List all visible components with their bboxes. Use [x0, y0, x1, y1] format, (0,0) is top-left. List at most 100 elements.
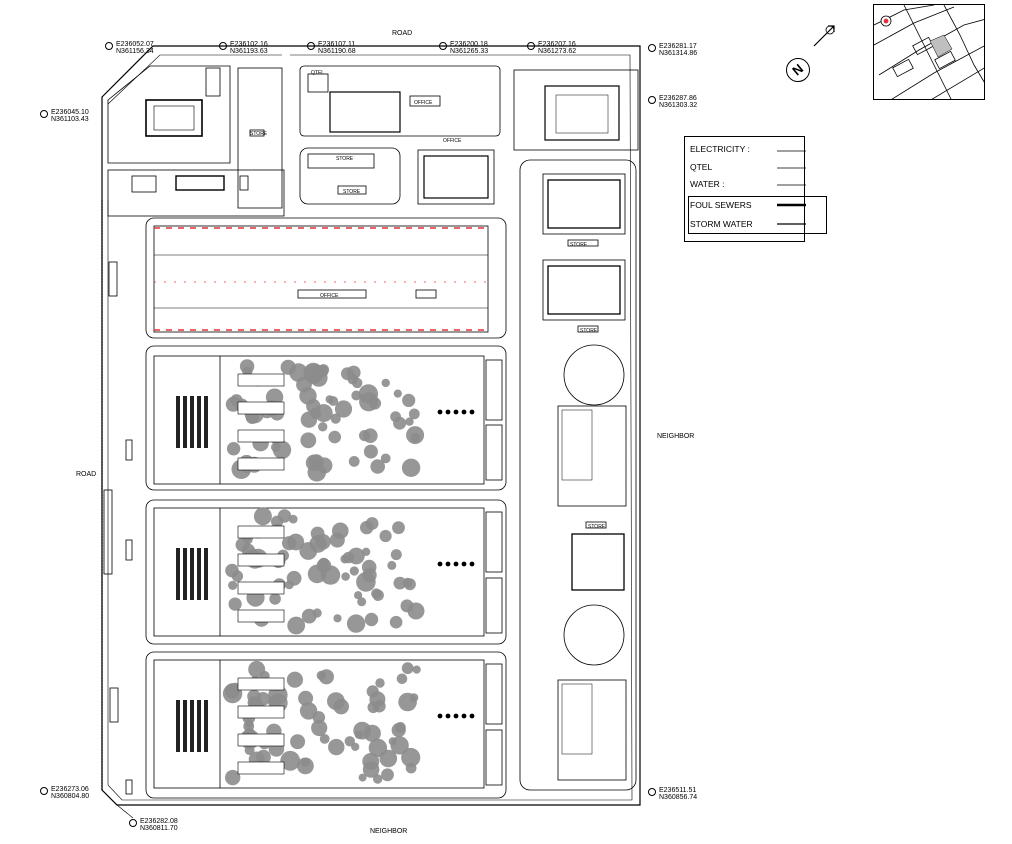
equipment-blob: [300, 411, 318, 428]
building-tag-store: STORE: [343, 189, 361, 195]
equipment-blob: [253, 507, 272, 526]
equipment-blob: [287, 616, 306, 635]
column-marker: [445, 713, 451, 719]
column-marker: [437, 713, 443, 719]
storage-rack: [183, 700, 187, 752]
equipment-blob: [329, 532, 345, 548]
equipment-blob: [298, 690, 314, 706]
equipment-blob: [226, 442, 241, 456]
equipment-blob: [396, 673, 408, 685]
equipment-blob: [365, 517, 379, 530]
machine-unit: [237, 761, 285, 775]
survey-point-marker: [307, 42, 315, 50]
survey-point-marker: [648, 44, 656, 52]
equipment-blob: [303, 362, 324, 383]
machine-unit: [237, 429, 285, 443]
equipment-blob: [325, 395, 334, 404]
northing: N361265.33: [450, 48, 489, 55]
storage-rack: [190, 700, 194, 752]
equipment-blob: [359, 430, 371, 442]
column-marker: [445, 409, 451, 415]
equipment-blob: [391, 723, 406, 738]
equipment-blob: [412, 665, 421, 674]
utility-legend: ELECTRICITY : QTEL WATER : FOUL SEWERS S…: [684, 136, 827, 242]
northing: N360804.80: [51, 793, 90, 800]
equipment-blob: [387, 560, 397, 570]
equipment-blob: [327, 692, 345, 710]
machine-unit: [237, 525, 285, 539]
equipment-blob: [328, 738, 345, 756]
survey-point-marker: [105, 42, 113, 50]
easting: E236045.10: [51, 109, 89, 116]
equipment-blob: [401, 458, 421, 477]
equipment-blob: [405, 417, 414, 426]
easting: E236281.17: [659, 43, 697, 50]
legend-qtel: QTEL: [690, 162, 713, 172]
equipment-blob: [235, 537, 250, 552]
location-key-map: [873, 4, 985, 100]
equipment-blob: [319, 734, 330, 744]
storage-rack: [197, 700, 201, 752]
equipment-blob: [306, 399, 321, 414]
equipment-blob: [379, 749, 398, 768]
equipment-blob: [390, 549, 402, 561]
equipment-blob: [352, 377, 363, 389]
equipment-blob: [346, 614, 366, 633]
storage-rack: [197, 548, 201, 600]
equipment-blob: [354, 591, 363, 600]
equipment-blob: [309, 535, 327, 553]
easting: E236207.16: [538, 41, 576, 48]
equipment-blob: [290, 734, 306, 750]
equipment-blob: [371, 588, 382, 599]
northing: N360811.70: [140, 825, 178, 832]
equipment-blob: [330, 413, 341, 424]
machine-unit: [237, 581, 285, 595]
neighbor-label-bottom: NEIGHBOR: [370, 828, 408, 835]
column-marker: [461, 409, 467, 415]
storage-rack: [204, 396, 208, 448]
survey-point-marker: [648, 788, 656, 796]
building-tag-store: STORE: [250, 131, 268, 137]
building-tag-office: OFFICE: [414, 100, 433, 106]
column-marker: [445, 561, 451, 567]
easting: E236282.08: [140, 818, 178, 825]
easting: E236287.86: [659, 95, 697, 102]
equipment-blob: [333, 614, 342, 623]
storage-rack: [190, 396, 194, 448]
equipment-hatching: [222, 359, 475, 786]
equipment-blob: [370, 459, 386, 474]
legend-foul-sewers: FOUL SEWERS: [690, 200, 752, 210]
equipment-blob: [316, 670, 326, 681]
equipment-blob: [297, 757, 314, 775]
equipment-blob: [363, 444, 378, 459]
equipment-blob: [244, 745, 255, 756]
machine-unit: [237, 553, 285, 567]
equipment-blob: [410, 432, 421, 443]
equipment-blob: [380, 453, 391, 464]
survey-point-marker: [40, 787, 48, 795]
survey-point-marker: [527, 42, 535, 50]
building-tag-store: STORE: [588, 524, 606, 530]
building-tag-office: OFFICE: [320, 293, 339, 299]
equipment-blob: [311, 719, 328, 737]
equipment-blob: [401, 747, 421, 768]
equipment-blob: [312, 608, 322, 618]
machine-unit: [237, 705, 285, 719]
storage-rack: [176, 396, 180, 448]
storage-rack: [183, 396, 187, 448]
column-marker: [469, 409, 475, 415]
building-tag-store: STORE: [336, 156, 354, 162]
northing: N361190.68: [318, 48, 356, 55]
equipment-blob: [341, 572, 350, 581]
equipment-blob: [373, 774, 383, 784]
right-structures: [542, 173, 627, 781]
easting: E236273.06: [51, 786, 89, 793]
equipment-blob: [401, 662, 414, 675]
column-marker: [437, 409, 443, 415]
